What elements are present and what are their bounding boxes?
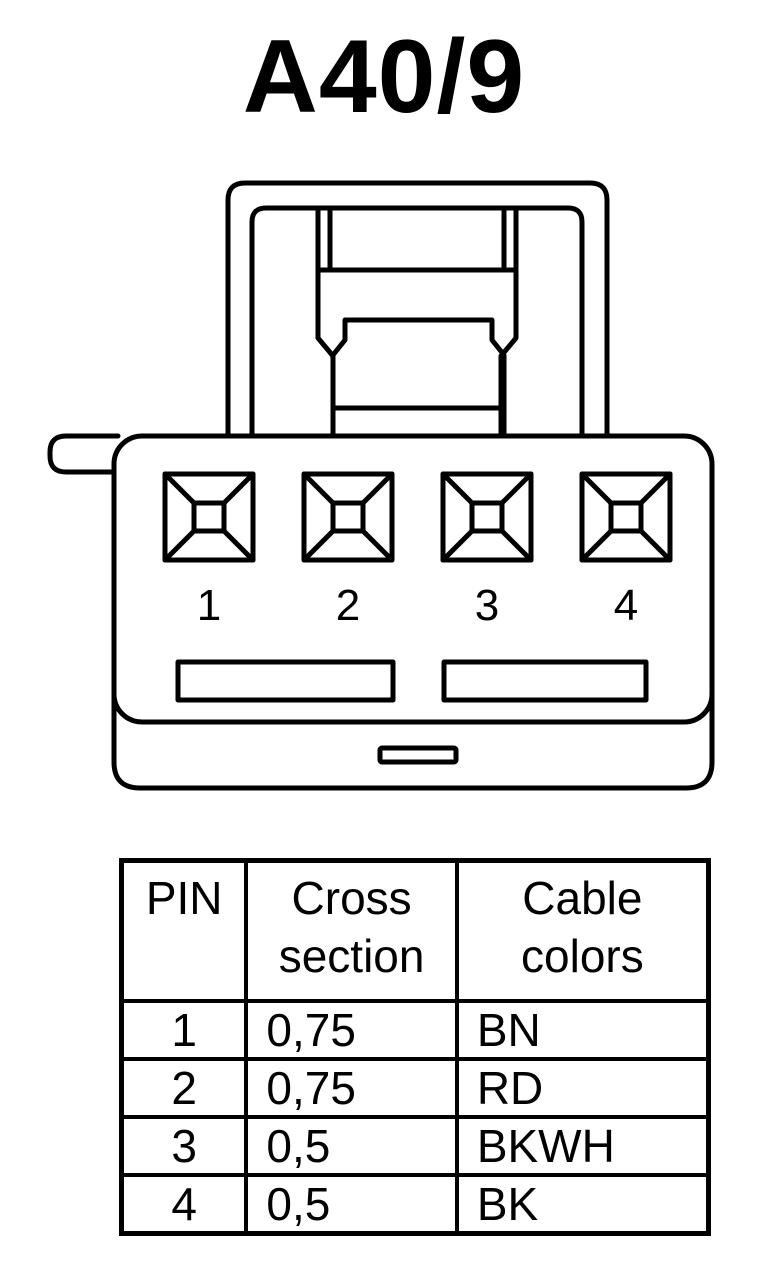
pin-label-3: 3 <box>475 581 499 630</box>
cell-cross-section: 0,75 <box>244 1057 459 1119</box>
connector-body-front <box>111 433 715 725</box>
pin-cavity <box>579 471 673 563</box>
cell-cable-color: RD <box>454 1057 711 1119</box>
connector-title: A40/9 <box>242 19 526 135</box>
connector-diagram: 1 2 3 4 <box>47 180 715 791</box>
table-row: 1 0,75 BN <box>119 999 711 1061</box>
table-row: 3 0,5 BKWH <box>119 1115 711 1177</box>
key-slot <box>377 745 459 765</box>
cell-cross-section: 0,75 <box>244 999 459 1061</box>
side-tab <box>47 433 121 475</box>
header-cable-colors-line-1: Cable <box>522 872 643 924</box>
pin-label-1: 1 <box>197 581 221 630</box>
header-cable-colors: Cable colors <box>454 858 711 1003</box>
header-cross-section-line-1: Cross <box>291 872 412 924</box>
cell-cross-section: 0,5 <box>244 1115 459 1177</box>
latch-tongue-block <box>330 317 507 439</box>
pin-cavity <box>162 471 256 563</box>
pin-label-4: 4 <box>614 581 638 630</box>
pin-cavity <box>301 471 395 563</box>
table-header-row: PIN Cross section Cable colors <box>119 858 711 1003</box>
cell-cable-color: BN <box>454 999 711 1061</box>
table-row: 4 0,5 BK <box>119 1173 711 1236</box>
cell-pin: 2 <box>119 1057 249 1119</box>
cell-pin: 3 <box>119 1115 249 1177</box>
lower-slot-left <box>175 659 396 703</box>
header-cross-section: Cross section <box>244 858 459 1003</box>
header-pin: PIN <box>119 858 249 1003</box>
cell-pin: 4 <box>119 1173 249 1236</box>
latch-outer-frame <box>225 180 610 439</box>
cell-cross-section: 0,5 <box>244 1173 459 1236</box>
latch-tongue-right-rail <box>498 205 519 439</box>
pin-cavity <box>440 471 534 563</box>
cell-cable-color: BKWH <box>454 1115 711 1177</box>
table-row: 2 0,75 RD <box>119 1057 711 1119</box>
pin-assignment-table: PIN Cross section Cable colors 1 0,75 BN… <box>119 858 711 1236</box>
pin-label-2: 2 <box>336 581 360 630</box>
header-cable-colors-line-2: colors <box>521 930 644 982</box>
lower-slot-right <box>441 659 649 703</box>
header-cross-section-line-2: section <box>278 930 425 982</box>
cell-cable-color: BK <box>454 1173 711 1236</box>
cell-pin: 1 <box>119 999 249 1061</box>
connector-body-back <box>111 477 715 791</box>
latch-inner-frame <box>249 205 585 439</box>
